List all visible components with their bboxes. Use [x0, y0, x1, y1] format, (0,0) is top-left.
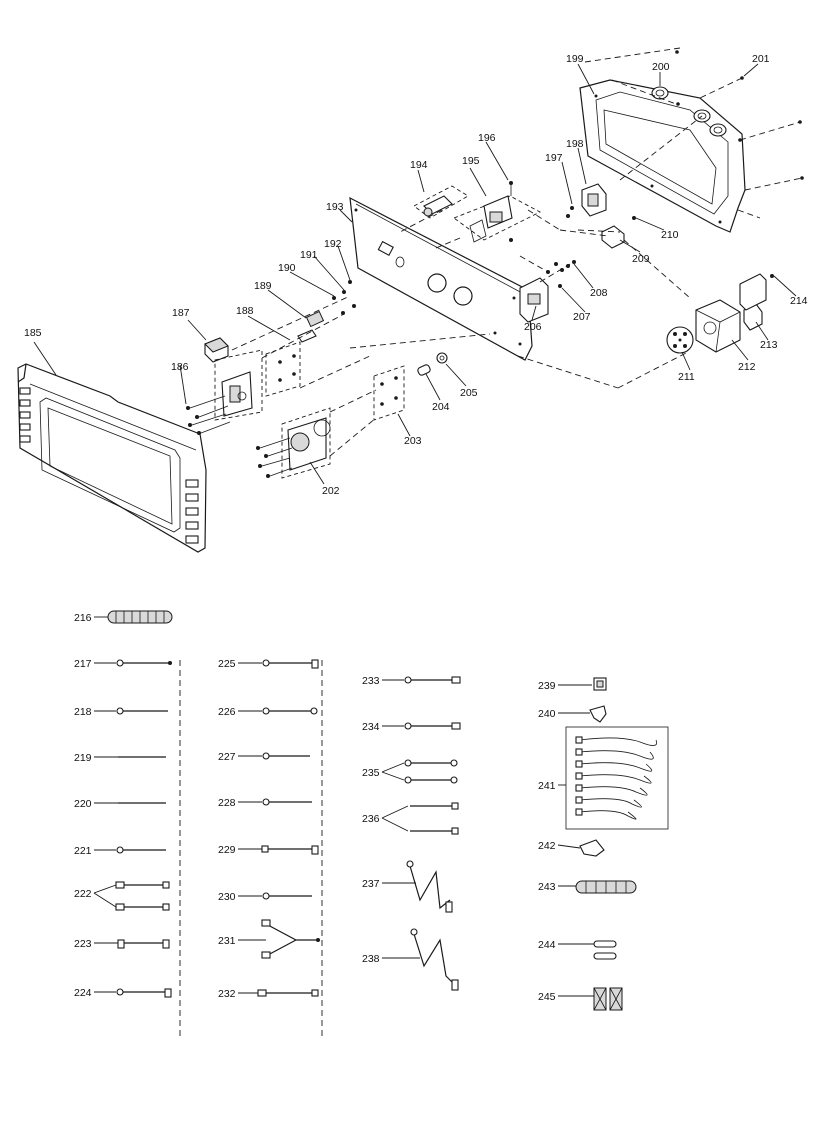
leader-lines-upper [33, 63, 797, 485]
callout-233: 233 [362, 675, 380, 687]
callout-208: 208 [590, 287, 608, 299]
callout-189: 189 [254, 280, 272, 292]
callout-209: 209 [632, 253, 650, 265]
callout-210: 210 [661, 229, 679, 241]
callout-195: 195 [462, 155, 480, 167]
part-190-191-192-hardware [332, 280, 356, 315]
callout-214: 214 [790, 295, 808, 307]
callout-211: 211 [678, 371, 695, 383]
wires-column-2 [257, 659, 320, 997]
part-241-wire-kit [565, 726, 669, 830]
part-203-gasket [373, 365, 405, 421]
callout-241: 241 [538, 780, 556, 792]
callout-201: 201 [752, 53, 770, 65]
callout-218: 218 [74, 706, 92, 718]
part-193-control-plate [349, 196, 533, 361]
part-186-outlet [186, 349, 263, 435]
callout-217: 217 [74, 658, 92, 670]
callout-243: 243 [538, 881, 556, 893]
wires-column-1 [115, 659, 172, 998]
callout-228: 228 [218, 797, 236, 809]
callout-220: 220 [74, 798, 92, 810]
callout-224: 224 [74, 987, 92, 999]
callout-197: 197 [545, 152, 563, 164]
callout-219: 219 [74, 752, 92, 764]
callout-200: 200 [652, 61, 670, 73]
callout-202: 202 [322, 485, 340, 497]
callout-205: 205 [460, 387, 478, 399]
callout-212: 212 [738, 361, 756, 373]
part-187-rocker-switch [204, 337, 229, 363]
callout-193: 193 [326, 201, 344, 213]
assembly-guide-lines [231, 47, 803, 457]
callout-236: 236 [362, 813, 380, 825]
callout-213: 213 [760, 339, 778, 351]
callout-185: 185 [24, 327, 42, 339]
callout-222: 222 [74, 888, 92, 900]
callout-186: 186 [171, 361, 189, 373]
callout-240: 240 [538, 708, 556, 720]
callout-204: 204 [432, 401, 450, 413]
callout-188: 188 [236, 305, 254, 317]
part-209-block [601, 225, 625, 249]
part-244-fuses [593, 940, 617, 960]
part-206-bracket [519, 277, 549, 323]
callout-244: 244 [538, 939, 556, 951]
callout-198: 198 [566, 138, 584, 150]
part-188-gasket [265, 341, 301, 397]
callout-190: 190 [278, 262, 296, 274]
part-204-bushing [417, 364, 431, 376]
part-197-screw [566, 206, 574, 218]
part-205-nut [436, 352, 448, 364]
part-207-208-terminals [546, 260, 576, 288]
part-243-sleeve [575, 880, 637, 894]
part-195-meter [453, 195, 541, 243]
part-196-screw [509, 181, 513, 242]
callout-194: 194 [410, 159, 428, 171]
part-198-switch [581, 183, 607, 217]
callout-237: 237 [362, 878, 380, 890]
part-202-receptacle [256, 407, 331, 479]
callout-199: 199 [566, 53, 584, 65]
callout-235: 235 [362, 767, 380, 779]
callout-245: 245 [538, 991, 556, 1003]
callout-221: 221 [74, 845, 92, 857]
part-185-front-panel [17, 363, 207, 553]
part-214-bracket [739, 273, 774, 311]
part-189-fuse-holder [297, 310, 325, 343]
callout-196: 196 [478, 132, 496, 144]
callout-227: 227 [218, 751, 236, 763]
callout-192: 192 [324, 238, 342, 250]
callout-238: 238 [362, 953, 380, 965]
callout-232: 232 [218, 988, 236, 1000]
callout-229: 229 [218, 844, 236, 856]
part-239-connector [593, 677, 607, 691]
leader-lines-lower [93, 616, 594, 997]
part-245-pads [593, 987, 623, 1011]
callout-226: 226 [218, 706, 236, 718]
part-240-terminal [589, 705, 607, 723]
callout-216: 216 [74, 612, 92, 624]
callout-203: 203 [404, 435, 422, 447]
part-242-clip [579, 839, 605, 857]
callout-223: 223 [74, 938, 92, 950]
callout-labels: 185 186 187 188 189 190 191 192 193 194 … [24, 53, 808, 1003]
callout-225: 225 [218, 658, 236, 670]
callout-207: 207 [573, 311, 591, 323]
callout-191: 191 [300, 249, 318, 261]
callout-206: 206 [524, 321, 542, 333]
part-212-housing [695, 299, 741, 353]
wires-column-3 [404, 676, 461, 991]
callout-239: 239 [538, 680, 556, 692]
callout-187: 187 [172, 307, 190, 319]
part-216-sleeve [107, 610, 173, 624]
part-210-screw [632, 216, 636, 220]
part-211-plug [666, 326, 694, 354]
callout-242: 242 [538, 840, 556, 852]
callout-234: 234 [362, 721, 380, 733]
callout-230: 230 [218, 891, 236, 903]
part-194-breaker [413, 185, 469, 219]
callout-231: 231 [218, 935, 236, 947]
